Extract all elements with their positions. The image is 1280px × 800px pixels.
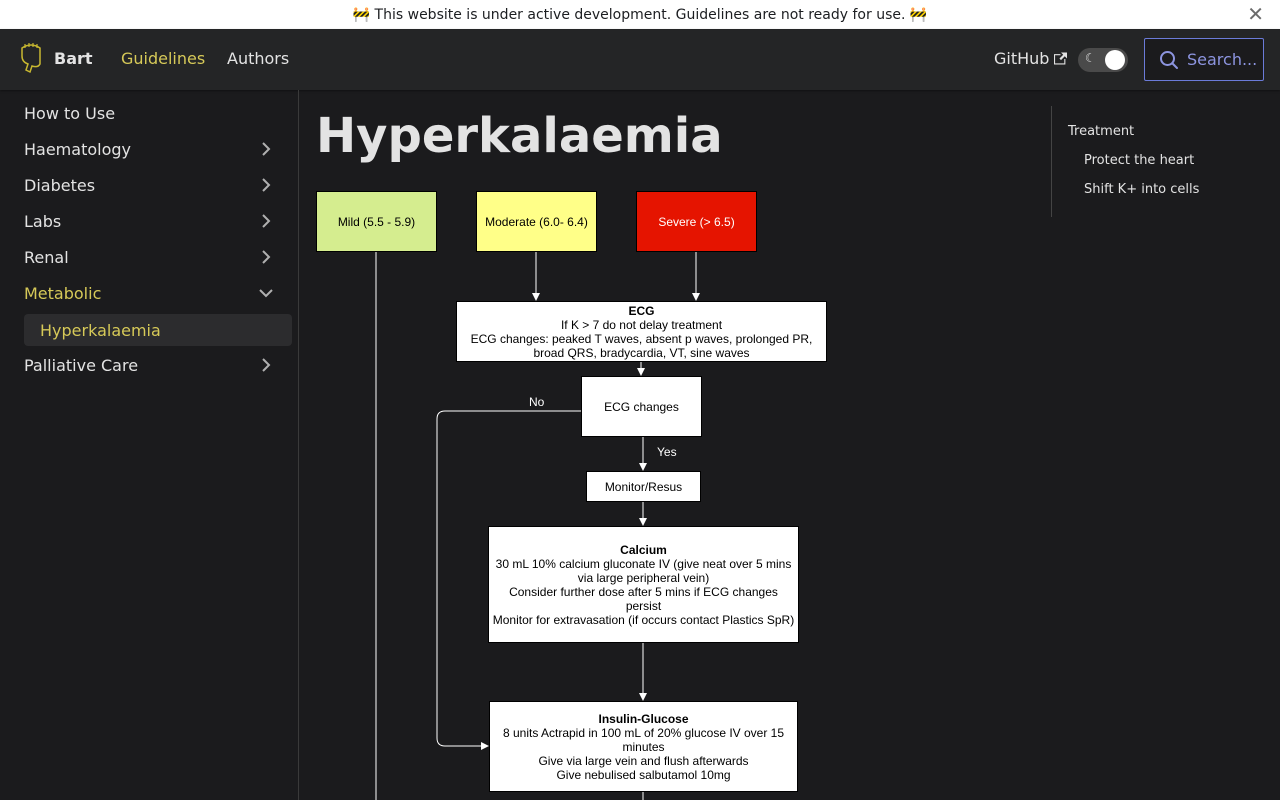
- ecg-changes-label: ECG changes: [604, 399, 679, 414]
- ecg-line: ECG changes: peaked T waves, absent p wa…: [470, 331, 813, 346]
- search-placeholder: Search...: [1187, 50, 1258, 69]
- chevron-right-icon[interactable]: [258, 213, 274, 229]
- nav-link-guidelines[interactable]: Guidelines: [121, 49, 206, 68]
- toggle-knob: [1105, 50, 1125, 70]
- ecg-box: ECG If K > 7 do not delay treatment ECG …: [456, 301, 827, 362]
- sidebar-item-haematology[interactable]: Haematology: [24, 133, 292, 165]
- sidebar-item-hyperkalaemia[interactable]: Hyperkalaemia: [24, 314, 292, 346]
- insulin-line: Give nebulised salbutamol 10mg: [556, 767, 731, 782]
- calcium-line: Consider further dose after 5 mins if EC…: [509, 584, 778, 599]
- calcium-line: persist: [625, 598, 662, 613]
- sidebar: How to Use Haematology Diabetes Labs Ren…: [0, 90, 299, 800]
- announcement-bar: 🚧 This website is under active developme…: [0, 0, 1280, 29]
- severity-severe-label: Severe (> 6.5): [658, 214, 735, 229]
- sidebar-item-label: Hyperkalaemia: [40, 320, 161, 340]
- chevron-right-icon[interactable]: [258, 141, 274, 157]
- chevron-right-icon[interactable]: [258, 357, 274, 373]
- sidebar-item-label: How to Use: [24, 103, 116, 123]
- monitor-resus-box: Monitor/Resus: [586, 471, 701, 502]
- chevron-right-icon[interactable]: [258, 177, 274, 193]
- nav-link-authors[interactable]: Authors: [227, 49, 290, 68]
- brand-name[interactable]: Bart: [54, 49, 93, 68]
- monitor-resus-label: Monitor/Resus: [604, 479, 683, 494]
- ecg-line: broad QRS, bradycardia, VT, sine waves: [533, 345, 750, 360]
- sidebar-item-metabolic[interactable]: Metabolic: [24, 277, 292, 309]
- severity-moderate-label: Moderate (6.0- 6.4): [485, 214, 588, 229]
- insulin-title: Insulin-Glucose: [598, 711, 689, 726]
- github-link[interactable]: GitHub: [994, 49, 1068, 68]
- toc-item-treatment[interactable]: Treatment: [1068, 124, 1135, 139]
- sidebar-item-label: Haematology: [24, 139, 131, 159]
- sidebar-item-renal[interactable]: Renal: [24, 241, 292, 273]
- sidebar-item-labs[interactable]: Labs: [24, 205, 292, 237]
- sidebar-item-how-to-use[interactable]: How to Use: [24, 97, 292, 129]
- toc-item-protect-the-heart[interactable]: Protect the heart: [1084, 153, 1195, 168]
- page-title: Hyperkalaemia: [316, 108, 723, 164]
- insulin-line: Give via large vein and flush afterwards: [538, 753, 749, 768]
- announcement-text: 🚧 This website is under active developme…: [352, 6, 928, 23]
- yes-label: Yes: [657, 445, 677, 459]
- calcium-line: Monitor for extravasation (if occurs con…: [492, 612, 795, 627]
- severity-mild-label: Mild (5.5 - 5.9): [337, 214, 416, 229]
- toc-item-shift-k[interactable]: Shift K+ into cells: [1084, 182, 1200, 197]
- ecg-line: If K > 7 do not delay treatment: [560, 317, 723, 332]
- ecg-changes-decision: ECG changes: [581, 376, 702, 437]
- insulin-glucose-box: Insulin-Glucose 8 units Actrapid in 100 …: [489, 701, 798, 792]
- theme-toggle[interactable]: ☾: [1078, 48, 1128, 72]
- severity-mild-box: Mild (5.5 - 5.9): [316, 191, 437, 252]
- severity-moderate-box: Moderate (6.0- 6.4): [476, 191, 597, 252]
- ecg-title: ECG: [628, 303, 655, 318]
- external-link-icon: [1054, 52, 1068, 65]
- no-label: No: [529, 395, 545, 409]
- github-label: GitHub: [994, 49, 1050, 68]
- search-button[interactable]: Search...: [1144, 38, 1264, 81]
- sidebar-item-label: Metabolic: [24, 283, 102, 303]
- sidebar-item-label: Renal: [24, 247, 69, 267]
- sidebar-item-diabetes[interactable]: Diabetes: [24, 169, 292, 201]
- logo[interactable]: [18, 42, 44, 74]
- close-icon[interactable]: ✕: [1247, 2, 1264, 26]
- insulin-line: 8 units Actrapid in 100 mL of 20% glucos…: [502, 725, 785, 740]
- sidebar-item-palliative-care[interactable]: Palliative Care: [24, 349, 292, 381]
- chevron-right-icon[interactable]: [258, 249, 274, 265]
- moon-icon: ☾: [1085, 51, 1096, 65]
- severity-severe-box: Severe (> 6.5): [636, 191, 757, 252]
- calcium-title: Calcium: [620, 542, 667, 557]
- search-icon: [1160, 50, 1178, 69]
- table-of-contents: Treatment Protect the heart Shift K+ int…: [1051, 106, 1251, 217]
- calcium-box: Calcium 30 mL 10% calcium gluconate IV (…: [488, 526, 799, 643]
- chevron-down-icon[interactable]: [258, 285, 274, 301]
- calcium-line: 30 mL 10% calcium gluconate IV (give nea…: [495, 556, 792, 571]
- calcium-line: via large peripheral vein): [577, 570, 710, 585]
- insulin-line: minutes: [622, 739, 665, 754]
- navbar: Bart Guidelines Authors GitHub ☾ Search.…: [0, 29, 1280, 90]
- sidebar-item-label: Palliative Care: [24, 355, 139, 375]
- sidebar-item-label: Diabetes: [24, 175, 96, 195]
- sidebar-item-label: Labs: [24, 211, 62, 231]
